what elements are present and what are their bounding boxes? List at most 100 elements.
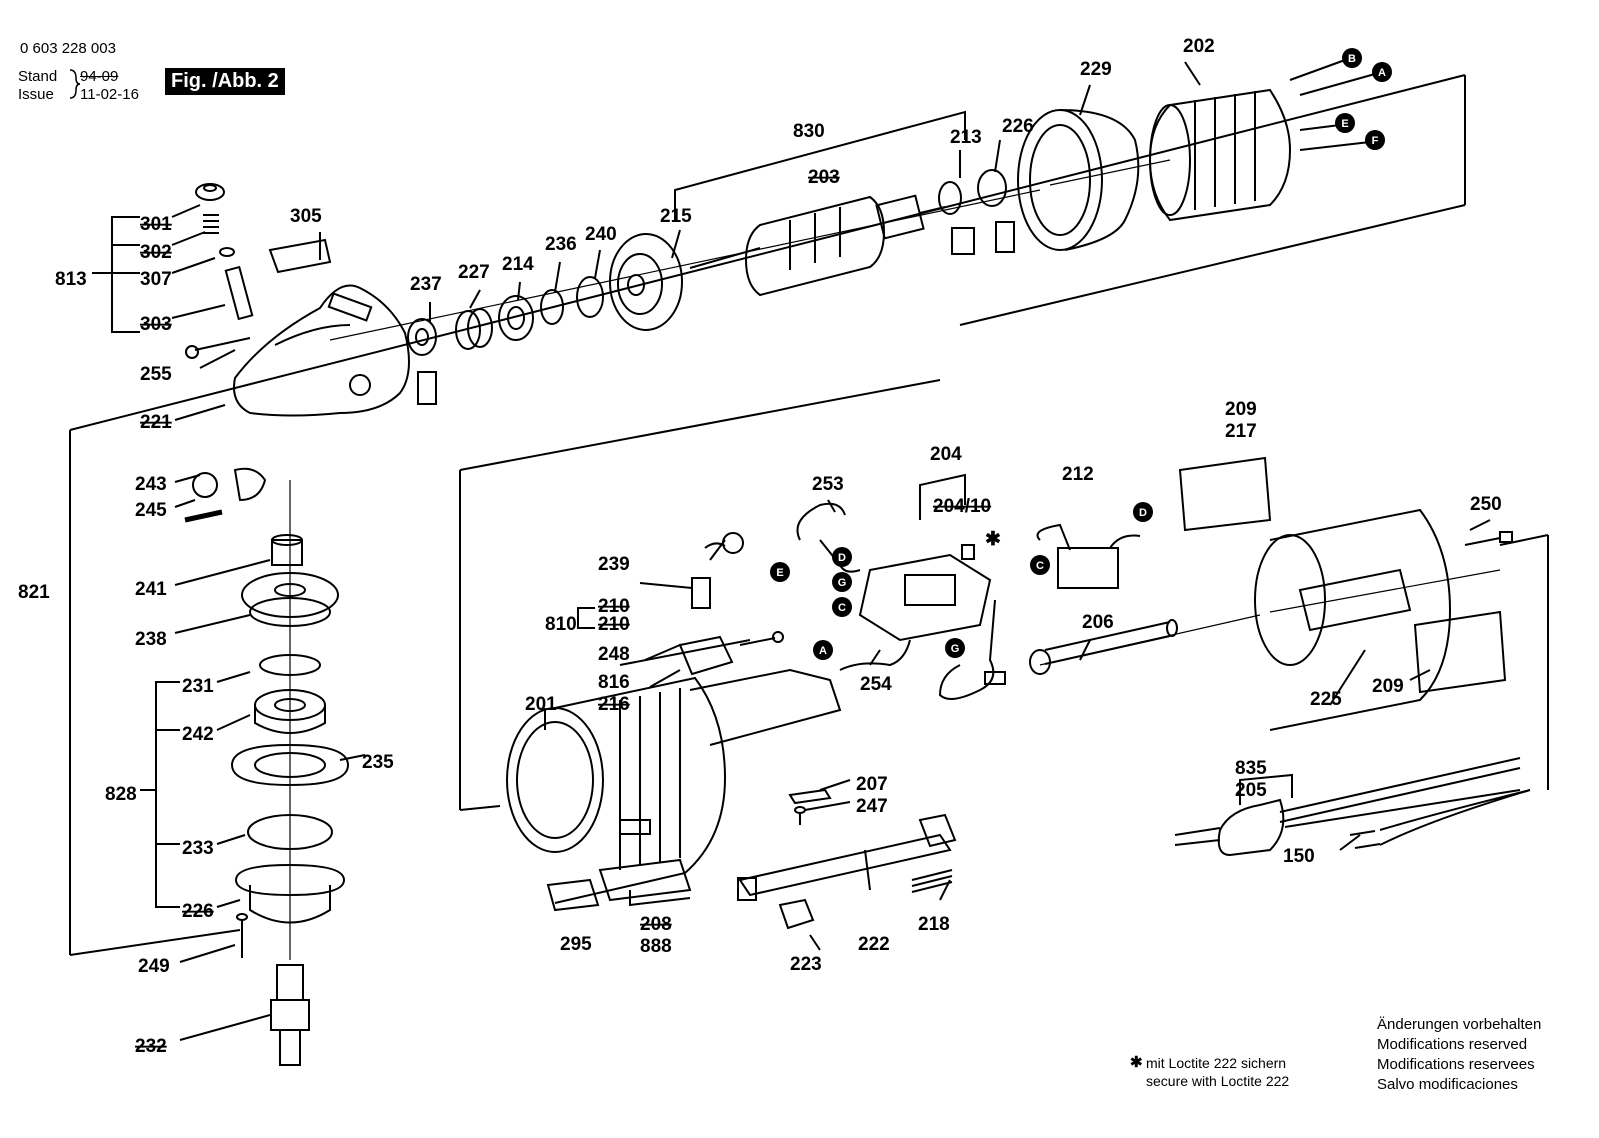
loctite-note-en: secure with Loctite 222	[1146, 1073, 1290, 1089]
doc-number: 0 603 228 003	[20, 40, 116, 57]
part-label-204: 204	[930, 444, 962, 465]
part-label-810: 810	[545, 614, 577, 635]
part-label-241: 241	[135, 579, 167, 600]
connection-marker-circle	[1133, 502, 1153, 522]
connection-marker-letter: A	[819, 645, 827, 657]
part-label-221: 221	[140, 412, 172, 433]
issue-value: 11-02-16	[80, 86, 139, 103]
part-label-813: 813	[55, 269, 87, 290]
part-label-237: 237	[410, 274, 442, 295]
part-label-254: 254	[860, 674, 892, 695]
part-label-253: 253	[812, 474, 844, 495]
part-label-250: 250	[1470, 494, 1502, 515]
modifications-es: Salvo modificaciones	[1377, 1076, 1518, 1093]
part-label-210b: 210	[598, 614, 630, 635]
part-label-301: 301	[140, 214, 172, 235]
figure-badge: Fig. /Abb. 2	[165, 68, 285, 95]
part-label-229: 229	[1080, 59, 1112, 80]
part-label-235: 235	[362, 752, 394, 773]
connection-marker-circle	[1365, 130, 1385, 150]
connection-marker-circle	[832, 547, 852, 567]
part-label-226a: 226	[1002, 116, 1034, 137]
part-label-209b: 209	[1372, 676, 1404, 697]
part-label-305: 305	[290, 206, 322, 227]
connection-marker-circle	[832, 572, 852, 592]
connection-marker-circle	[1342, 48, 1362, 68]
connection-marker-letter: D	[1139, 507, 1147, 519]
part-label-217: 217	[1225, 421, 1257, 442]
connection-marker-letter: E	[776, 567, 783, 579]
connection-marker-circle	[770, 562, 790, 582]
connection-marker-letter: G	[838, 577, 847, 589]
part-label-205: 205	[1235, 780, 1267, 801]
part-label-225: 225	[1310, 689, 1342, 710]
loctite-star-note: ✱	[1130, 1054, 1143, 1071]
part-label-255: 255	[140, 364, 172, 385]
part-label-233: 233	[182, 838, 214, 859]
part-label-206: 206	[1082, 612, 1114, 633]
connection-marker-circle	[1335, 113, 1355, 133]
part-label-226b: 226	[182, 901, 214, 922]
connection-marker-letter: F	[1372, 135, 1379, 147]
part-label-218: 218	[918, 914, 950, 935]
part-label-204_10: 204/10	[933, 496, 991, 517]
connection-marker-letter: C	[1036, 560, 1044, 572]
connection-marker-b: B	[1342, 48, 1362, 68]
part-label-248: 248	[598, 644, 630, 665]
part-label-214: 214	[502, 254, 534, 275]
part-label-215: 215	[660, 206, 692, 227]
issue-label: Issue	[18, 86, 54, 103]
connection-marker-c: C	[1030, 555, 1050, 575]
connection-marker-a: A	[1372, 62, 1392, 82]
part-label-222: 222	[858, 934, 890, 955]
connection-marker-c: C	[832, 597, 852, 617]
part-label-203: 203	[808, 167, 840, 188]
part-label-209a: 209	[1225, 399, 1257, 420]
loctite-star: ✱	[985, 529, 1001, 550]
modifications-fr: Modifications reservees	[1377, 1056, 1535, 1073]
connection-marker-d: D	[832, 547, 852, 567]
part-label-295: 295	[560, 934, 592, 955]
part-label-830: 830	[793, 121, 825, 142]
part-label-821: 821	[18, 582, 50, 603]
part-label-303: 303	[140, 314, 172, 335]
connection-marker-e: E	[1335, 113, 1355, 133]
stand-label: Stand	[18, 68, 58, 85]
connection-marker-g: G	[945, 638, 965, 658]
part-label-231: 231	[182, 676, 214, 697]
part-label-210a: 210	[598, 596, 630, 617]
connection-marker-letter: D	[838, 552, 846, 564]
modifications-en: Modifications reserved	[1377, 1036, 1528, 1053]
part-label-213: 213	[950, 127, 982, 148]
part-label-202: 202	[1183, 36, 1215, 57]
connection-marker-letter: G	[951, 643, 960, 655]
part-label-223: 223	[790, 954, 822, 975]
part-label-232: 232	[135, 1036, 167, 1057]
stand-value: 94-09	[80, 68, 119, 85]
connection-marker-f: F	[1365, 130, 1385, 150]
part-label-888: 888	[640, 936, 672, 957]
part-label-216: 216	[598, 694, 630, 715]
part-label-243: 243	[135, 474, 167, 495]
modifications-de: Änderungen vorbehalten	[1377, 1016, 1542, 1033]
part-label-150: 150	[1283, 846, 1315, 867]
part-label-208: 208	[640, 914, 672, 935]
connection-marker-letter: A	[1378, 67, 1386, 79]
connection-marker-letter: B	[1348, 53, 1356, 65]
part-label-207: 207	[856, 774, 888, 795]
part-label-239: 239	[598, 554, 630, 575]
part-label-242: 242	[182, 724, 214, 745]
connection-marker-a: A	[813, 640, 833, 660]
part-label-249: 249	[138, 956, 170, 977]
part-label-238: 238	[135, 629, 167, 650]
connection-marker-circle	[1372, 62, 1392, 82]
part-label-307: 307	[140, 269, 172, 290]
connection-marker-circle	[832, 597, 852, 617]
part-label-247: 247	[856, 796, 888, 817]
connection-marker-letter: C	[838, 602, 846, 614]
part-label-302: 302	[140, 242, 172, 263]
connection-marker-d: D	[1133, 502, 1153, 522]
part-label-201: 201	[525, 694, 557, 715]
connection-marker-letter: E	[1341, 118, 1348, 130]
part-label-240: 240	[585, 224, 617, 245]
